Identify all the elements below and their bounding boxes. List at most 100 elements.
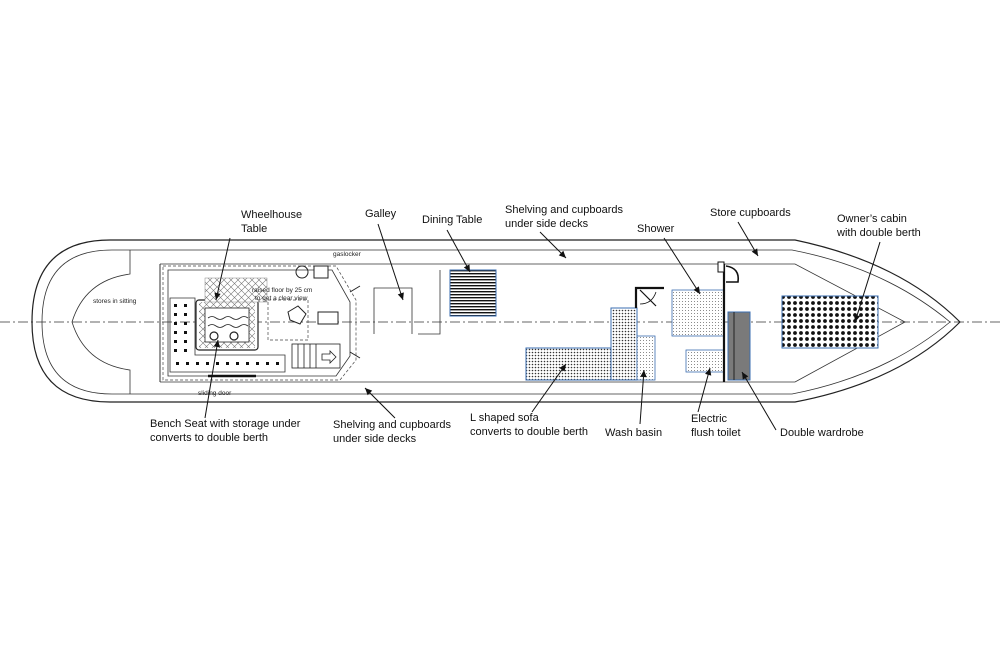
label-shelving-top-2: under side decks xyxy=(505,218,589,230)
sliding-door-note: sliding door xyxy=(198,390,232,397)
leader-wardrobe xyxy=(741,371,777,431)
label-owners-cabin-1: Owner’s cabin xyxy=(837,213,907,225)
label-owners-cabin-2: with double berth xyxy=(836,227,921,239)
hull-inner xyxy=(41,249,951,395)
label-l-sofa-1: L shaped sofa xyxy=(470,412,540,424)
leader-shower xyxy=(663,237,701,295)
hull-outline xyxy=(31,239,961,403)
table-waves xyxy=(207,316,249,328)
gas-locker-ring xyxy=(295,265,309,279)
label-wardrobe: Double wardrobe xyxy=(780,427,864,439)
bench-seat xyxy=(169,297,286,373)
dining-table xyxy=(449,269,497,317)
bench-stud xyxy=(226,362,229,365)
control-box xyxy=(317,311,339,325)
wheelhouse-inner xyxy=(167,269,351,377)
label-wash-basin: Wash basin xyxy=(605,427,662,439)
arrowhead-bench-seat xyxy=(213,340,221,348)
label-wheelhouse-2: Table xyxy=(241,223,267,235)
leader-wheelhouse-table xyxy=(215,237,231,301)
bench-stud xyxy=(184,340,187,343)
label-store-cupboards: Store cupboards xyxy=(710,207,791,219)
raised-floor xyxy=(204,277,268,303)
cabin-outline xyxy=(160,263,906,383)
arrowhead-shelving-bottom xyxy=(365,388,373,396)
label-bench-seat-1: Bench Seat with storage under xyxy=(150,418,301,430)
label-galley: Galley xyxy=(365,208,397,220)
bulkhead-ticks xyxy=(349,285,361,359)
door-jamb xyxy=(717,261,725,273)
bench-stud xyxy=(184,313,187,316)
label-l-sofa-2: converts to double berth xyxy=(470,426,588,438)
bench-stud xyxy=(256,362,259,365)
label-shelving-bottom-1: Shelving and cupboards xyxy=(333,419,452,431)
bench-stud xyxy=(206,362,209,365)
toilet xyxy=(685,349,725,373)
table-knob xyxy=(209,331,219,341)
arrowhead-wash-basin xyxy=(640,370,647,378)
leader-dining-table xyxy=(446,229,471,273)
bench-stud xyxy=(184,331,187,334)
bench-stud xyxy=(174,340,177,343)
gas-bottle xyxy=(313,265,329,279)
helm-dashed xyxy=(267,299,309,341)
label-toilet-2: flush toilet xyxy=(691,427,741,439)
arrowhead-wardrobe xyxy=(742,372,749,380)
bench-stud xyxy=(184,349,187,352)
label-dining-table: Dining Table xyxy=(422,214,482,226)
leader-shelving-bottom xyxy=(364,387,396,419)
bench-stud xyxy=(186,362,189,365)
bench-stud xyxy=(266,362,269,365)
helm-seat xyxy=(287,305,307,325)
arrowhead-toilet xyxy=(705,368,712,376)
bench-studs xyxy=(174,304,279,365)
leader-owners-cabin xyxy=(854,241,881,323)
bench-stud xyxy=(236,362,239,365)
leader-wash-basin xyxy=(639,369,645,425)
arrowhead-owners-cabin xyxy=(854,314,861,322)
shower-door xyxy=(639,289,657,307)
label-shower: Shower xyxy=(637,223,675,235)
wash-basin xyxy=(636,335,656,381)
shower-tray xyxy=(671,289,725,337)
label-shelving-top-1: Shelving and cupboards xyxy=(505,204,624,216)
wheelhouse xyxy=(162,265,357,381)
gaslocker-note: gaslocker xyxy=(333,251,362,258)
stern-seat xyxy=(71,250,131,394)
leader-bench-seat xyxy=(204,339,219,419)
bench-stud xyxy=(246,362,249,365)
leader-toilet xyxy=(697,367,711,413)
galley-counter-right xyxy=(418,270,441,335)
bench-stud xyxy=(176,362,179,365)
cabin-door-arc xyxy=(725,265,740,283)
arrowhead-store-cupboards xyxy=(751,248,758,256)
bench-stud xyxy=(184,322,187,325)
stores-sitting-note: stores in sitting xyxy=(93,298,137,305)
bench-stud xyxy=(196,362,199,365)
bench-stud xyxy=(174,304,177,307)
bench-stud xyxy=(174,331,177,334)
table-knob xyxy=(229,331,239,341)
l-sofa-base xyxy=(525,347,613,381)
bench-stud xyxy=(174,313,177,316)
bench-stud xyxy=(174,322,177,325)
label-toilet-1: Electric xyxy=(691,413,728,425)
arrowhead-l-sofa xyxy=(559,364,566,372)
bench-stud xyxy=(184,304,187,307)
double-wardrobe xyxy=(727,311,751,381)
bench-stud xyxy=(276,362,279,365)
steps xyxy=(291,343,341,369)
bench-stud xyxy=(174,349,177,352)
arrowhead-wheelhouse-table xyxy=(214,292,221,300)
l-sofa-arm xyxy=(610,307,638,381)
raised-floor-note-1: raised floor by 25 cm xyxy=(252,287,312,294)
label-wheelhouse-1: Wheelhouse xyxy=(241,209,302,221)
label-bench-seat-2: converts to double berth xyxy=(150,432,268,444)
owners-bed xyxy=(781,295,879,349)
label-shelving-bottom-2: under side decks xyxy=(333,433,417,445)
bench-stud xyxy=(216,362,219,365)
galley-counter-left xyxy=(373,287,413,334)
arrowhead-shower xyxy=(693,286,700,294)
leader-lines xyxy=(204,221,881,431)
